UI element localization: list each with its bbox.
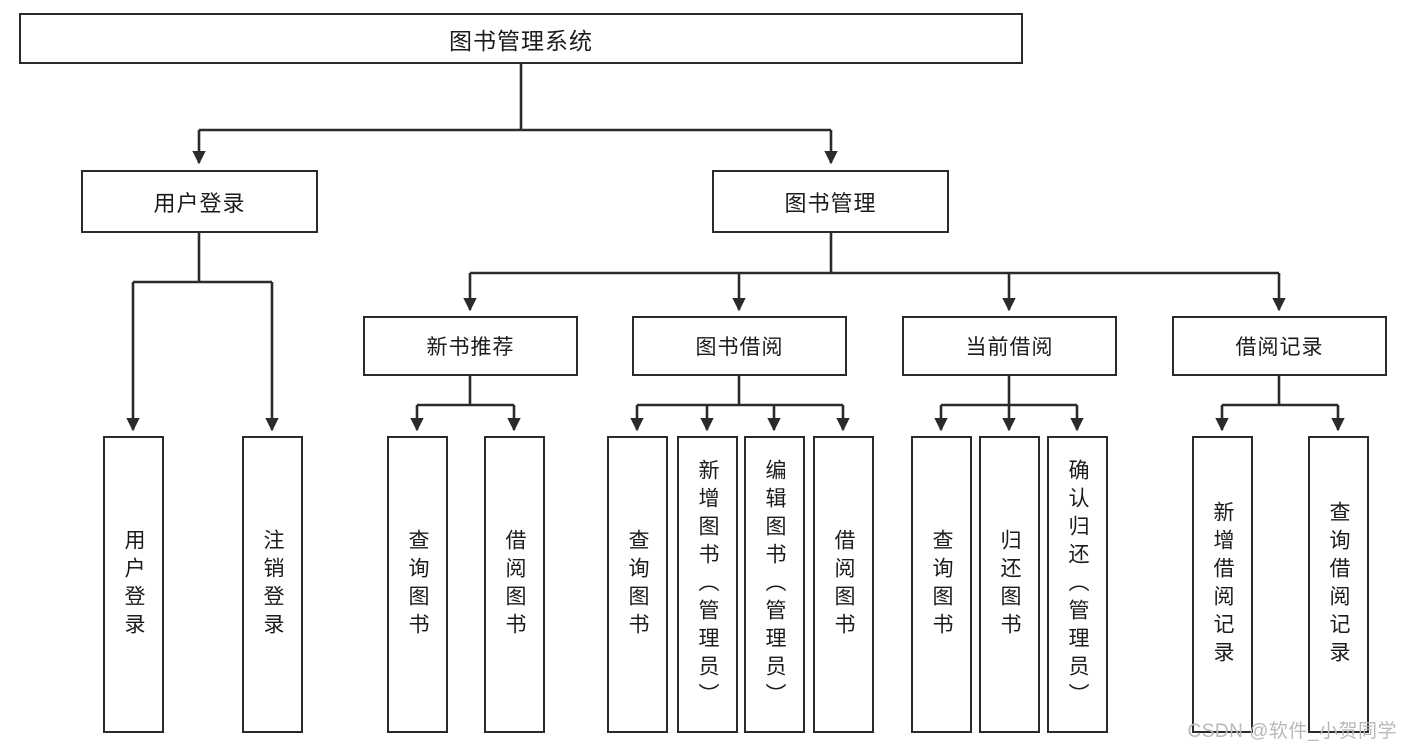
leaf-new-book-1-label: 查询图书 <box>406 528 429 641</box>
node-borrow-record-label: 借阅记录 <box>1235 336 1324 359</box>
node-borrow-record[interactable]: 借阅记录 <box>1172 316 1387 376</box>
leaf-user-login-1-label: 用户登录 <box>122 528 145 641</box>
watermark: CSDN @软件_小贺同学 <box>1187 721 1397 742</box>
leaf-borrow-record-1-label: 新增借阅记录 <box>1211 500 1234 669</box>
leaf-current-borrow-3[interactable]: 确认归还（管理员） <box>1047 436 1108 733</box>
node-current-borrow[interactable]: 当前借阅 <box>902 316 1117 376</box>
leaf-book-borrow-4[interactable]: 借阅图书 <box>813 436 874 733</box>
leaf-book-borrow-1-label: 查询图书 <box>626 528 649 641</box>
leaf-current-borrow-1[interactable]: 查询图书 <box>911 436 972 733</box>
leaf-book-borrow-2-label: 新增图书（管理员） <box>696 458 719 711</box>
node-book-borrow-label: 图书借阅 <box>695 336 784 359</box>
leaf-borrow-record-1[interactable]: 新增借阅记录 <box>1192 436 1253 733</box>
leaf-user-login-2-label: 注销登录 <box>261 528 284 641</box>
node-book-management-label: 图书管理 <box>784 190 877 216</box>
node-book-management[interactable]: 图书管理 <box>712 170 949 233</box>
leaf-new-book-1[interactable]: 查询图书 <box>387 436 448 733</box>
leaf-book-borrow-3[interactable]: 编辑图书（管理员） <box>744 436 805 733</box>
leaf-current-borrow-2[interactable]: 归还图书 <box>979 436 1040 733</box>
node-root[interactable]: 图书管理系统 <box>19 13 1023 64</box>
leaf-book-borrow-1[interactable]: 查询图书 <box>607 436 668 733</box>
node-user-login[interactable]: 用户登录 <box>81 170 318 233</box>
node-root-label: 图书管理系统 <box>449 27 593 54</box>
leaf-book-borrow-2[interactable]: 新增图书（管理员） <box>677 436 738 733</box>
leaf-user-login-2[interactable]: 注销登录 <box>242 436 303 733</box>
leaf-borrow-record-2[interactable]: 查询借阅记录 <box>1308 436 1369 733</box>
node-new-book-recommend[interactable]: 新书推荐 <box>363 316 578 376</box>
node-new-book-recommend-label: 新书推荐 <box>426 336 515 359</box>
node-book-borrow[interactable]: 图书借阅 <box>632 316 847 376</box>
leaf-current-borrow-3-label: 确认归还（管理员） <box>1066 458 1089 711</box>
leaf-current-borrow-1-label: 查询图书 <box>930 528 953 641</box>
leaf-new-book-2-label: 借阅图书 <box>503 528 526 641</box>
leaf-new-book-2[interactable]: 借阅图书 <box>484 436 545 733</box>
leaf-book-borrow-4-label: 借阅图书 <box>832 528 855 641</box>
leaf-current-borrow-2-label: 归还图书 <box>998 528 1021 641</box>
node-current-borrow-label: 当前借阅 <box>965 336 1054 359</box>
leaf-borrow-record-2-label: 查询借阅记录 <box>1327 500 1350 669</box>
leaf-user-login-1[interactable]: 用户登录 <box>103 436 164 733</box>
leaf-book-borrow-3-label: 编辑图书（管理员） <box>763 458 786 711</box>
node-user-login-label: 用户登录 <box>153 190 246 216</box>
